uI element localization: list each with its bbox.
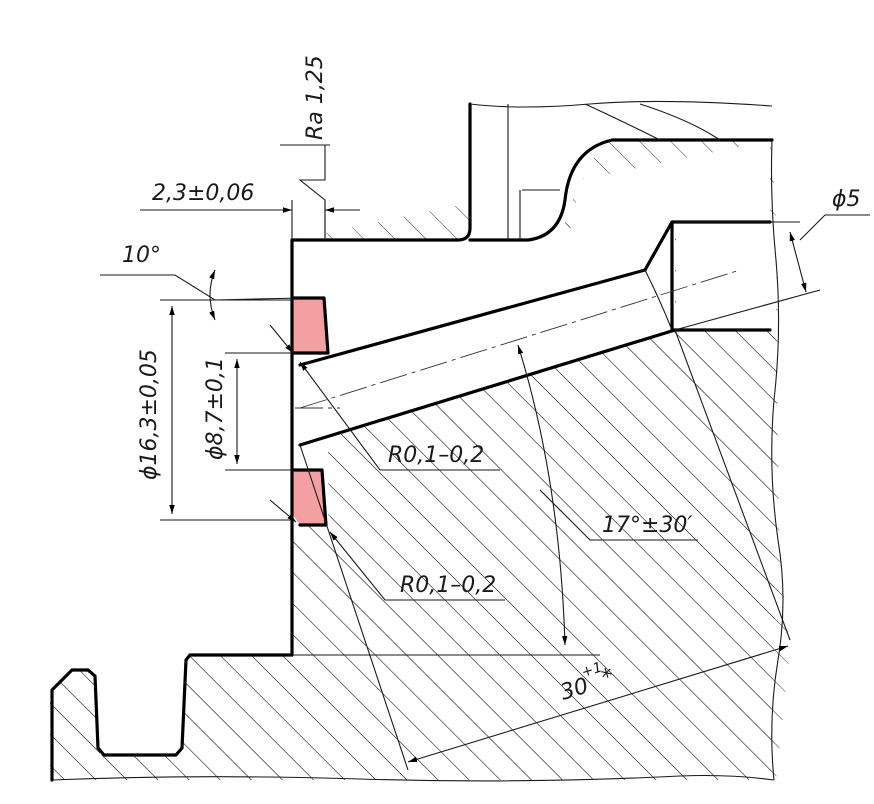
dim-angle-leader [100, 274, 301, 301]
seat-outline-lower [291, 468, 328, 527]
break-line-bottom [51, 774, 775, 782]
dim-outer-ext [160, 299, 293, 521]
radius-upper-label: R0,1–0,2 [388, 443, 484, 468]
seat-outline-upper [291, 296, 330, 355]
seal-ring-upper [293, 298, 328, 353]
radius-upper-leader2 [269, 324, 294, 354]
dim-angle-arc [209, 269, 216, 321]
dim-hole-diameter-line [789, 231, 807, 293]
right-clear [676, 223, 776, 329]
roughness-label: Ra 1,25 [303, 55, 328, 140]
dim-length-tolerance: +1 [580, 660, 604, 681]
hole-outline-lower [298, 328, 677, 447]
dim-length-line [407, 645, 789, 763]
hole-angle-label: 17°±30′ [602, 513, 692, 538]
radius-lower-label: R0,1–0,2 [400, 573, 496, 598]
hole-angle-arc [517, 344, 568, 646]
dim-angle-label: 10° [122, 243, 161, 268]
radius-lower-leader [329, 531, 505, 601]
roughness-symbol [280, 144, 330, 240]
dim-hole-diameter-label: ϕ5 [832, 187, 861, 212]
part-section-main [50, 140, 790, 780]
dim-length-ext [299, 329, 791, 771]
hole-bore-clear [300, 222, 675, 445]
seal-ring-lower [293, 470, 326, 525]
dim-offset-label: 2,3±0,06 [152, 181, 254, 206]
hole-outline-upper [298, 268, 647, 367]
part-outline-bottom [50, 653, 294, 782]
hole-angle-leader [539, 489, 698, 541]
radius-lower-leader2 [269, 499, 297, 523]
dim-inner-label: ϕ8,7±0,1 [203, 357, 228, 460]
background-lines [469, 100, 773, 240]
dim-hole-diameter-leader [799, 214, 870, 241]
hole-axis [299, 269, 741, 409]
top-clear [470, 100, 780, 240]
part-outline-top [468, 138, 774, 242]
dim-offset-ext [291, 200, 326, 240]
part-outline [290, 102, 472, 657]
dim-hole-diameter-ext [674, 221, 821, 331]
hole-tip [644, 269, 673, 331]
dim-inner-ext [225, 352, 293, 471]
radius-upper-leader [299, 361, 500, 471]
dim-outer-label: ϕ16,3±0,05 [137, 349, 162, 480]
